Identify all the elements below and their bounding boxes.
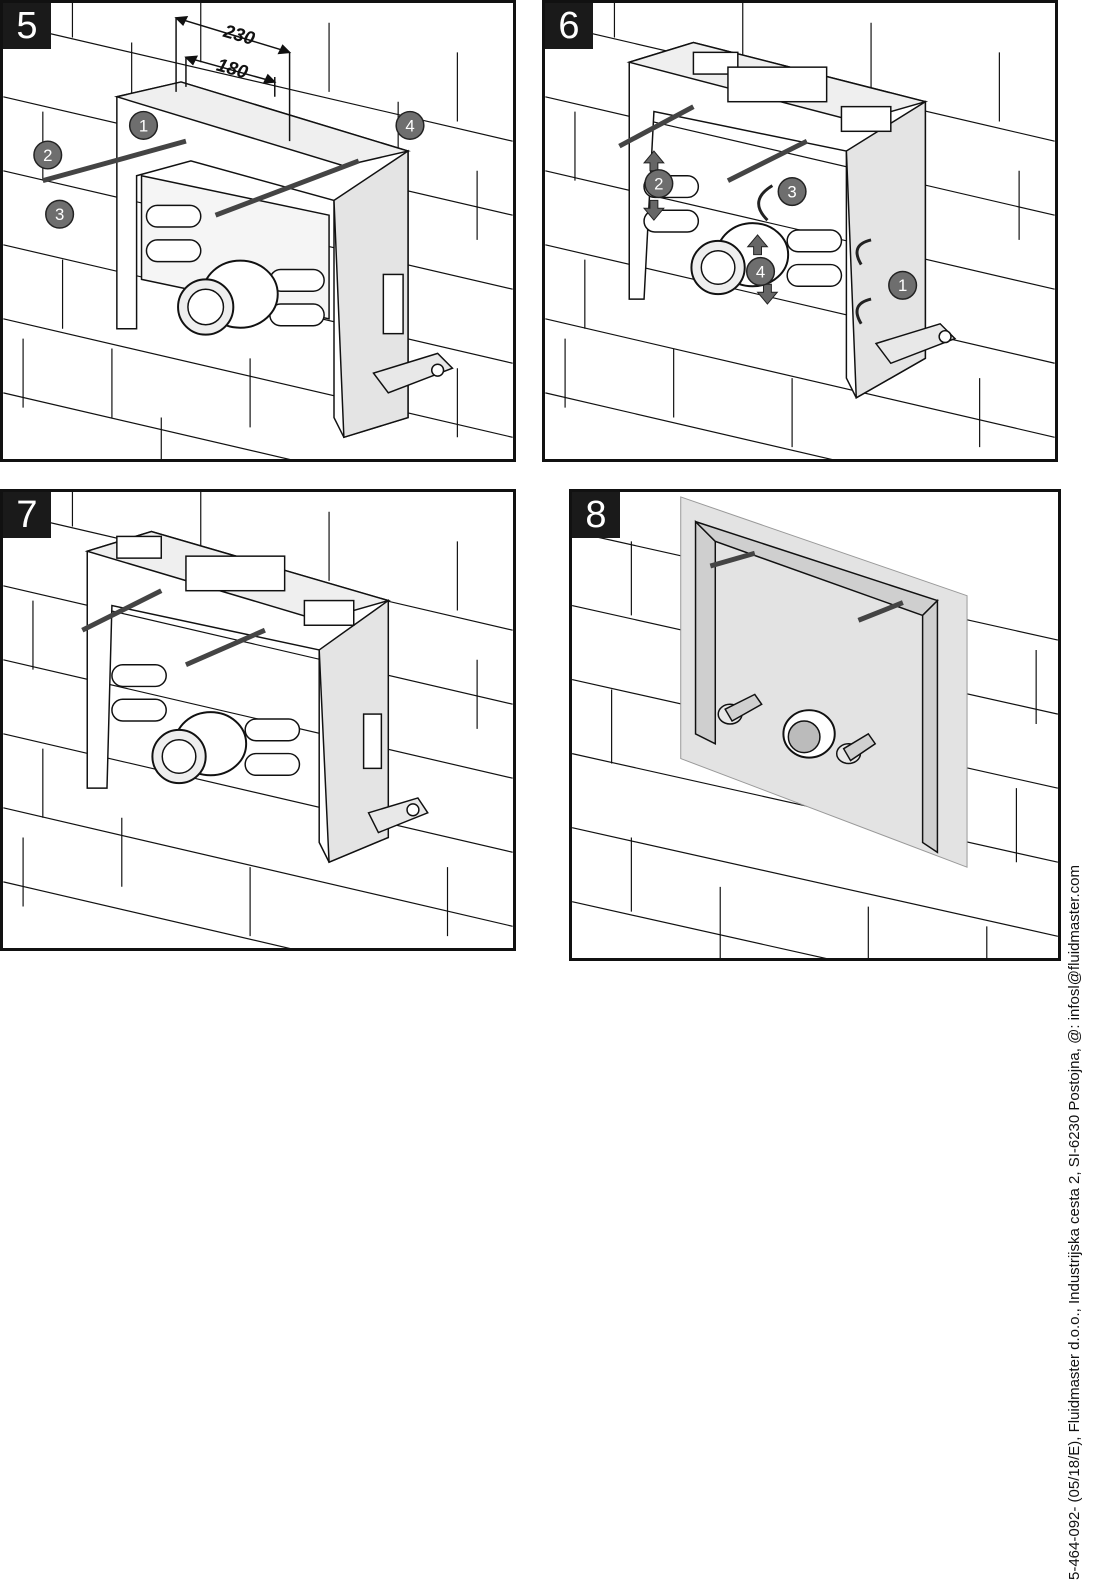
- svg-text:2: 2: [43, 146, 52, 165]
- svg-text:3: 3: [55, 205, 64, 224]
- drain-fitting: [690, 222, 790, 296]
- mounting-frame: [626, 41, 957, 400]
- finished-wall-panel: [680, 496, 968, 868]
- step-8-panel: 8: [569, 489, 1061, 961]
- dimension-lines: [174, 15, 292, 142]
- callout-1: 1: [128, 110, 159, 140]
- step-number-badge: 5: [3, 3, 51, 49]
- callout-4: 4: [395, 110, 425, 140]
- step-6-panel: 1 2 3 4 6: [542, 0, 1058, 462]
- step-number-badge: 7: [3, 492, 51, 538]
- threaded-rods: [81, 588, 266, 667]
- drain-fitting: [151, 711, 248, 785]
- svg-text:1: 1: [139, 116, 148, 135]
- callout-2: 2: [644, 169, 674, 199]
- mounting-frame: [84, 530, 429, 864]
- svg-text:2: 2: [654, 175, 663, 194]
- threaded-rods: [42, 138, 360, 218]
- step-7-illustration: [3, 492, 513, 948]
- svg-text:4: 4: [756, 262, 765, 281]
- callout-3: 3: [45, 199, 75, 229]
- callout-3: 3: [777, 176, 807, 207]
- step-number-badge: 6: [545, 3, 593, 49]
- callout-1: 1: [888, 270, 918, 300]
- callout-2: 2: [33, 140, 63, 170]
- adjustment-arrows: [642, 150, 872, 325]
- footer-company-info: 5-464-092- (05/18/E), Fluidmaster d.o.o.…: [1066, 865, 1083, 1580]
- svg-text:4: 4: [405, 116, 414, 135]
- step-8-illustration: [572, 496, 1058, 958]
- dimension-230-label: 230: [220, 20, 257, 49]
- step-5-illustration: 230 180 1 2 3 4: [3, 3, 513, 459]
- step-6-illustration: 1 2 3 4: [545, 3, 1055, 459]
- dimension-180-label: 180: [214, 54, 250, 83]
- step-7-panel: 7: [0, 489, 516, 951]
- step-5-panel: 230 180 1 2 3 4 5: [0, 0, 516, 462]
- threaded-rods: [618, 104, 809, 183]
- step-number-badge: 8: [572, 492, 620, 538]
- svg-text:1: 1: [898, 276, 907, 295]
- svg-text:3: 3: [787, 182, 796, 201]
- drain-fitting: [177, 259, 279, 336]
- callout-4: 4: [745, 256, 776, 287]
